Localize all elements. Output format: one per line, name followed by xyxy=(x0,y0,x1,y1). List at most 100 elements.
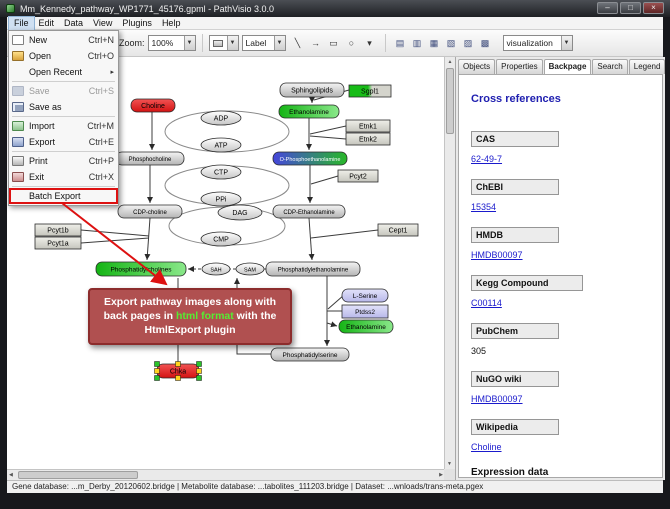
menu-data[interactable]: Data xyxy=(64,17,84,28)
pathway-node-sphingolipids[interactable]: Sphingolipids xyxy=(279,82,345,98)
pathway-node-l-serine[interactable]: L-Serine xyxy=(341,288,389,303)
xref-value[interactable]: HMDB00097 xyxy=(471,394,523,404)
pathway-node-phosphatidylserine[interactable]: Phosphatidylserine xyxy=(270,347,350,362)
chevron-down-icon[interactable]: ▼ xyxy=(183,36,195,50)
pathway-node-cdp-ethanolamine[interactable]: CDP-Ethanolamine xyxy=(272,204,346,219)
pathway-node-ethanolamine-2[interactable]: Ethanolamine xyxy=(338,319,394,334)
xref-value[interactable]: 62-49-7 xyxy=(471,154,503,164)
xref-value[interactable]: HMDB00097 xyxy=(471,250,523,260)
pathway-node-ethanolamine[interactable]: Ethanolamine xyxy=(278,104,340,119)
line-tool-icon[interactable]: ╲ xyxy=(294,37,301,48)
scroll-down-icon[interactable]: ▼ xyxy=(447,461,452,467)
scroll-right-icon[interactable]: ▶ xyxy=(439,472,443,478)
zoom-combo[interactable]: 100% ▼ xyxy=(147,35,196,51)
pathway-node-cdp-choline[interactable]: CDP-choline xyxy=(117,204,183,219)
selection-handle[interactable] xyxy=(196,375,202,381)
pathway-edge[interactable] xyxy=(80,237,150,244)
pathway-node-phosphocholine[interactable]: Phosphocholine xyxy=(115,151,185,166)
selection-handle[interactable] xyxy=(196,361,202,367)
tab-properties[interactable]: Properties xyxy=(496,59,543,74)
arrow-tool-icon[interactable]: → xyxy=(311,38,321,48)
file-menu-item-batch-export[interactable]: Batch Export xyxy=(9,188,118,204)
horizontal-scroll-thumb[interactable] xyxy=(18,471,138,479)
distribute-horizontal-icon[interactable]: ▧ xyxy=(446,37,456,48)
tab-backpage[interactable]: Backpage xyxy=(543,59,592,74)
menu-file[interactable]: File xyxy=(8,15,35,31)
pathway-node-sah[interactable]: SAH xyxy=(201,262,231,276)
pathway-node-cept1[interactable]: Cept1 xyxy=(377,223,419,237)
pathway-edge[interactable] xyxy=(327,294,345,310)
pathway-node-sgpl1[interactable]: Sgpl1 xyxy=(348,84,392,98)
selection-handle[interactable] xyxy=(175,375,181,381)
tab-objects[interactable]: Objects xyxy=(458,59,496,74)
pathway-node-ptdss2[interactable]: Ptdss2 xyxy=(341,304,389,319)
xref-value[interactable]: 15354 xyxy=(471,202,497,212)
pathway-node-chka[interactable]: Chka xyxy=(154,361,202,381)
visualization-combo[interactable]: visualization ▼ xyxy=(502,35,573,51)
tab-search[interactable]: Search xyxy=(592,59,628,74)
scroll-left-icon[interactable]: ◀ xyxy=(9,472,13,478)
selection-handle[interactable] xyxy=(196,368,202,374)
vertical-scrollbar[interactable]: ▲ ▼ xyxy=(444,57,455,469)
pathway-node-dag[interactable]: DAG xyxy=(217,204,263,221)
shapes-dropdown-icon[interactable]: ▾ xyxy=(367,37,372,48)
file-menu-item-open-recent[interactable]: Open Recent▸ xyxy=(9,64,118,80)
menu-edit[interactable]: Edit xyxy=(38,17,55,28)
align-center-icon[interactable]: ▥ xyxy=(412,37,422,48)
selection-handle[interactable] xyxy=(154,375,160,381)
datanode-type-combo[interactable]: ▼ xyxy=(208,35,239,51)
pathway-node-choline[interactable]: Choline xyxy=(130,98,176,113)
pathway-node-phosphatidylcholines[interactable]: Phosphatidylcholines xyxy=(95,261,187,277)
pathway-node-phosphatidylethanolamine[interactable]: Phosphatidylethanolamine xyxy=(265,261,361,277)
pathway-node-o-phosphoethanolamine[interactable]: O-Phosphoethanolamine xyxy=(272,151,348,166)
scroll-up-icon[interactable]: ▲ xyxy=(447,59,453,65)
pathway-node-etnk2[interactable]: Etnk2 xyxy=(345,132,391,146)
menu-view[interactable]: View xyxy=(93,17,113,28)
chevron-down-icon[interactable]: ▼ xyxy=(273,36,285,50)
chevron-down-icon[interactable]: ▼ xyxy=(560,36,572,50)
pathway-node-ctp[interactable]: CTP xyxy=(200,164,242,180)
minimize-button[interactable]: – xyxy=(597,2,618,14)
selection-handle[interactable] xyxy=(154,361,160,367)
pathway-edge[interactable] xyxy=(310,229,379,239)
pathway-node-etnk1[interactable]: Etnk1 xyxy=(345,119,391,133)
pathway-edge[interactable] xyxy=(310,175,339,185)
menu-help[interactable]: Help xyxy=(161,17,181,28)
rect-tool-icon[interactable]: ▭ xyxy=(329,37,338,48)
horizontal-scrollbar[interactable]: ◀ ▶ xyxy=(7,469,445,480)
maximize-button[interactable]: □ xyxy=(620,2,641,14)
oval-tool-icon[interactable]: ○ xyxy=(348,38,355,48)
pathway-edge[interactable] xyxy=(308,217,315,261)
pathway-edge[interactable] xyxy=(144,217,151,261)
xref-value[interactable]: C00114 xyxy=(471,298,502,308)
pathway-edge[interactable] xyxy=(80,229,150,237)
pathway-node-pcyt1a[interactable]: Pcyt1a xyxy=(34,236,82,250)
align-top-icon[interactable]: ▦ xyxy=(429,37,439,48)
chevron-down-icon[interactable]: ▼ xyxy=(226,36,238,50)
selection-handle[interactable] xyxy=(154,368,160,374)
pathway-edge[interactable] xyxy=(309,125,347,135)
file-menu-item-save-as[interactable]: Save as xyxy=(9,99,118,115)
stack-icon[interactable]: ▩ xyxy=(480,37,490,48)
align-left-icon[interactable]: ▤ xyxy=(395,37,405,48)
pathway-node-atp[interactable]: ATP xyxy=(200,137,242,153)
tab-legend[interactable]: Legend xyxy=(628,59,666,74)
distribute-vertical-icon[interactable]: ▨ xyxy=(463,37,473,48)
label-combo[interactable]: Label ▼ xyxy=(241,35,286,51)
pathway-node-pcyt2[interactable]: Pcyt2 xyxy=(337,169,379,183)
close-button[interactable]: × xyxy=(643,2,664,14)
pathway-node-pcyt1b[interactable]: Pcyt1b xyxy=(34,223,82,237)
menu-plugins[interactable]: Plugins xyxy=(122,17,152,28)
pathway-node-adp[interactable]: ADP xyxy=(200,110,242,126)
pathway-node-cmp[interactable]: CMP xyxy=(200,231,242,247)
selection-handle[interactable] xyxy=(175,361,181,367)
pathway-node-ppi[interactable]: PPi xyxy=(200,191,242,207)
pathway-edge[interactable] xyxy=(326,321,338,328)
